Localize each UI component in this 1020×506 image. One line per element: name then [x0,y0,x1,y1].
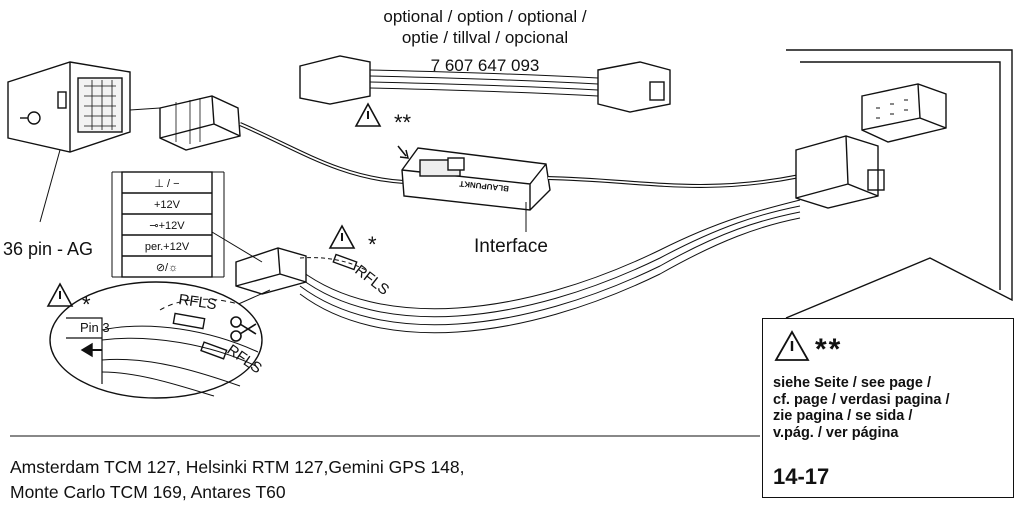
pin-table-permanent: per.+12V [145,241,190,253]
star-label: * [82,292,91,317]
warning-triangle-icon [46,282,74,307]
radio-unit [7,61,131,153]
part-number: 7 607 647 093 [430,56,540,75]
note-line: cf. page / verdasi pagina / [773,391,950,408]
interface-label: Interface [474,236,548,257]
rfls-label: RFLS [352,262,393,299]
caption-line-1: optional / option / optional / [383,7,587,26]
vehicle-connector [861,83,947,143]
model-line-2: Monte Carlo TCM 169, Antares T60 [10,482,286,502]
antenna-connector [211,231,307,307]
page-reference-note: ** siehe Seite / see page / cf. page / v… [762,318,1014,498]
scissors-icon [230,316,257,342]
rfls-label: RFLS [177,291,217,313]
star-label: * [368,232,377,257]
warning-triangle-icon [354,102,382,127]
note-line: v.pág. / ver página [773,424,899,441]
pin-table-ignition: ⊸+12V [149,220,185,232]
vehicle-harness-connector [795,135,885,209]
note-pages: 14-17 [773,464,830,489]
model-list: Amsterdam TCM 127, Helsinki RTM 127,Gemi… [10,455,465,505]
warning-triangle-icon [774,330,810,361]
note-text: siehe Seite / see page / cf. page / verd… [773,375,1011,441]
double-star-label: ** [394,110,412,135]
warning-triangle-icon [328,224,356,249]
pin-table-12v: +12V [154,199,181,211]
note-line: siehe Seite / see page / [773,375,931,391]
pin-table-ground: ⊥ / − [154,178,179,190]
note-stars: ** [815,333,843,366]
caption-line-2: optie / tillval / opcional [401,28,569,47]
main-wire-bundle [299,199,801,334]
pin3-label: Pin 3 [80,320,110,335]
pin36-label: 36 pin - AG [3,239,93,259]
radio-harness-connector [129,95,241,151]
blaupunkt-interface [401,147,551,211]
note-line: zie pagina / se sida / [773,408,913,424]
vehicle-panel [785,49,1013,319]
optional-cable-caption: optional / option / optional / optie / t… [330,6,640,76]
pin-table-illumination: ⊘/☼ [156,262,178,274]
model-line-1: Amsterdam TCM 127, Helsinki RTM 127,Gemi… [10,457,465,477]
pin-table [111,171,225,278]
optional-adapter-cable [299,55,671,113]
pin3-detail [49,281,263,399]
